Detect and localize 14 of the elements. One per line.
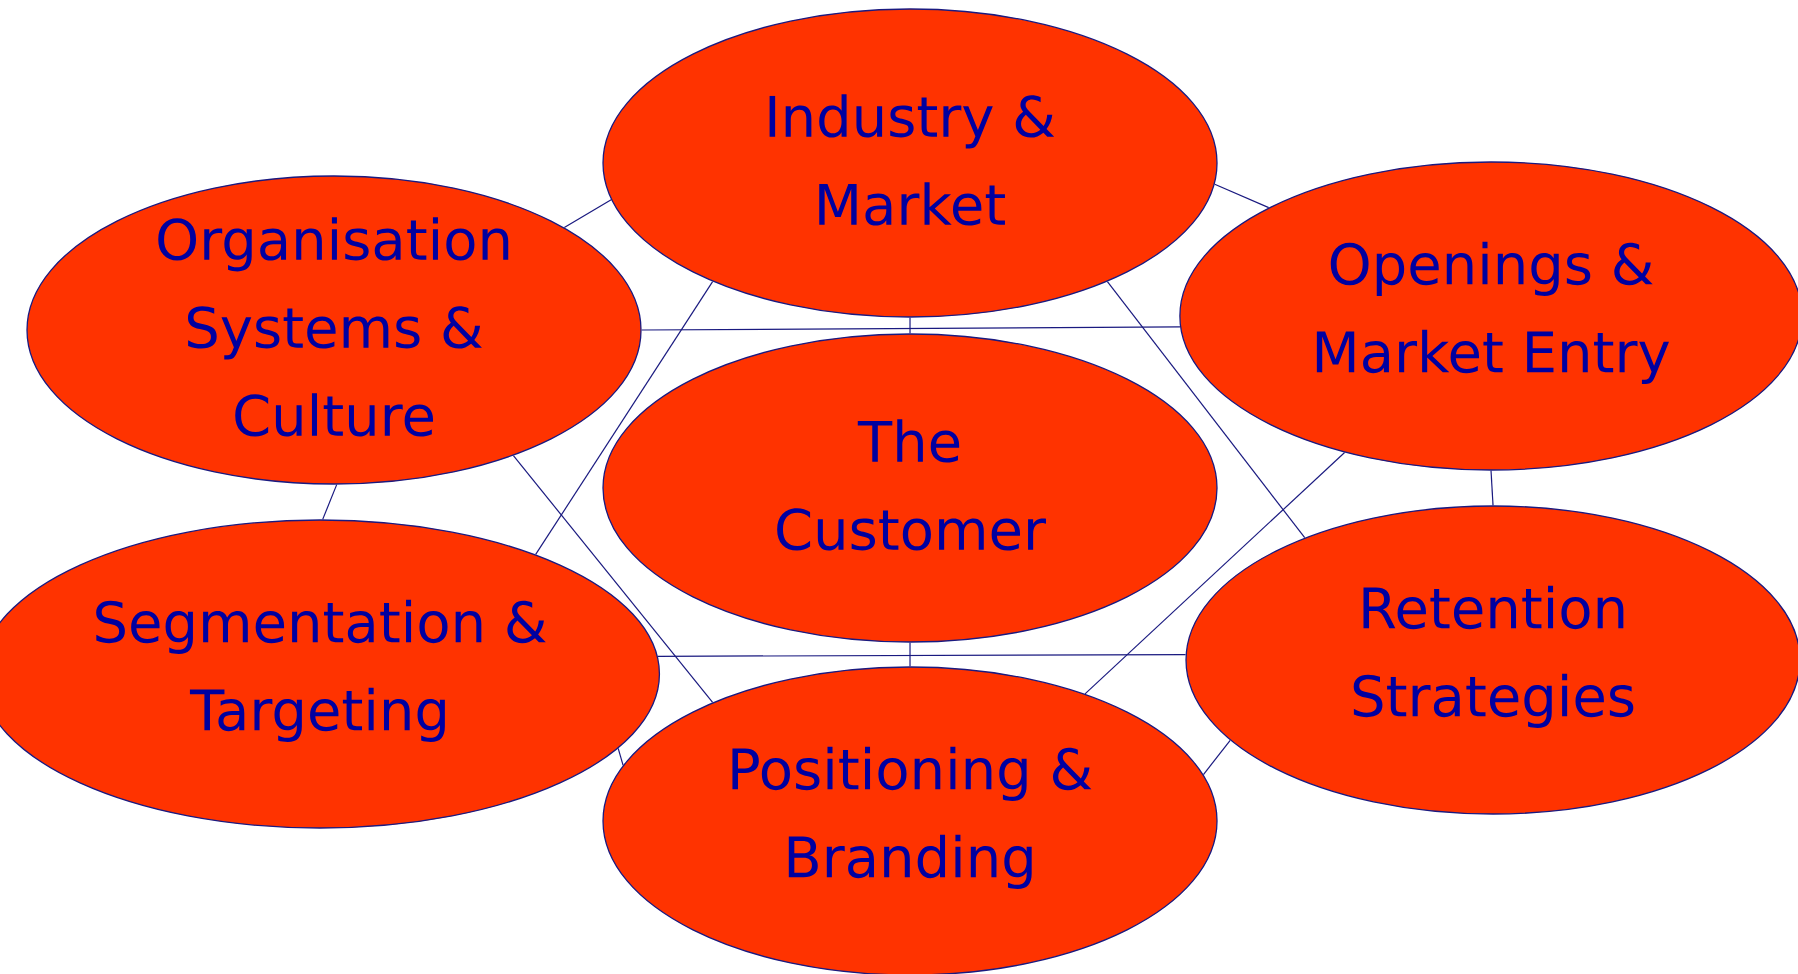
connector-line — [512, 455, 714, 703]
connector-line — [657, 654, 1187, 657]
connector-line — [322, 484, 338, 520]
connector-line — [1202, 739, 1231, 776]
connector-line — [1084, 451, 1346, 695]
connector-line — [535, 281, 714, 556]
connector-line — [1106, 281, 1306, 539]
connector-line — [909, 317, 911, 334]
connector-line — [617, 747, 624, 766]
connector-line — [641, 326, 1181, 331]
connector-line — [909, 642, 911, 667]
connector-line — [563, 199, 612, 229]
connector-line — [1490, 470, 1494, 506]
connector-line — [1214, 183, 1270, 209]
